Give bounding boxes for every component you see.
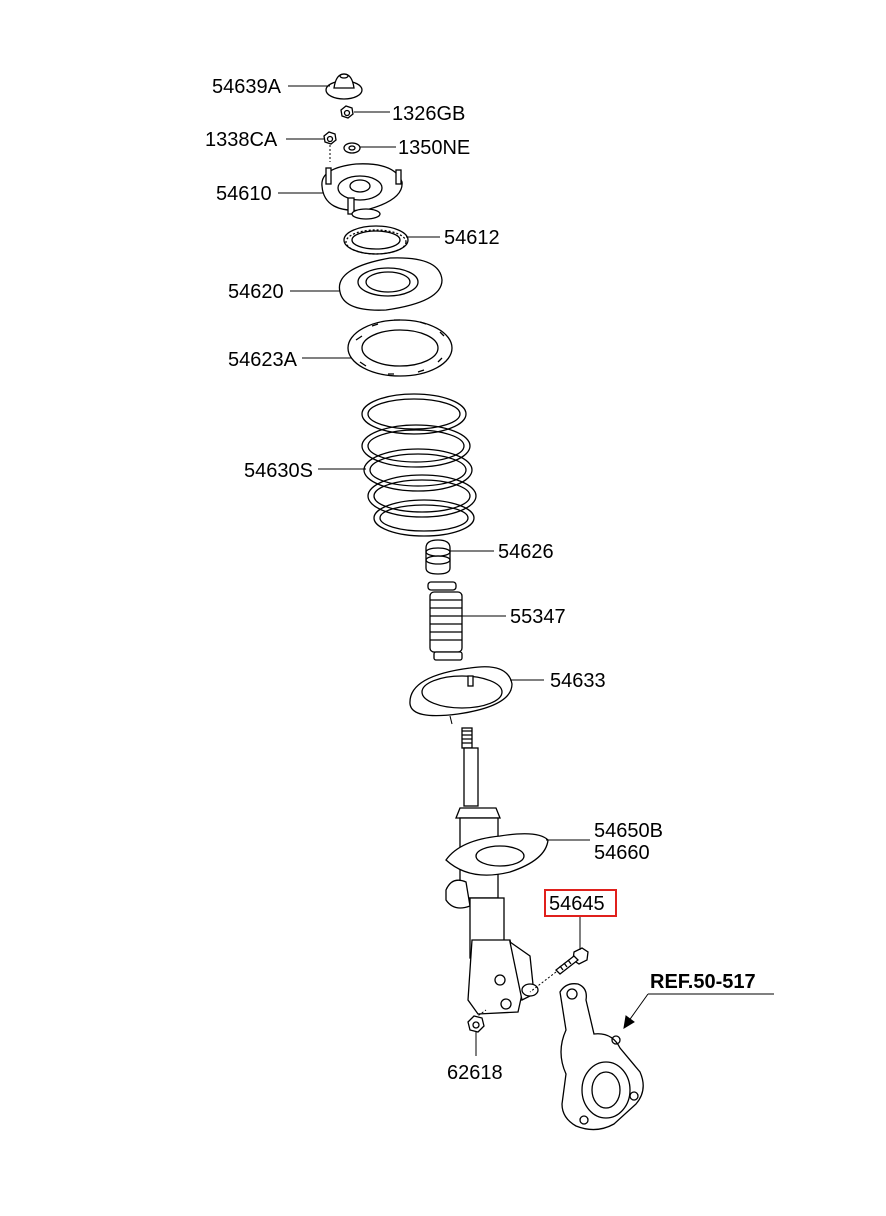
label-55347: 55347 <box>510 606 566 628</box>
label-54630S: 54630S <box>244 460 313 482</box>
label-54612: 54612 <box>444 227 500 249</box>
part-steering-knuckle[interactable] <box>559 983 644 1131</box>
part-1338CA-nut[interactable] <box>323 131 337 162</box>
label-54620: 54620 <box>228 281 284 303</box>
part-62618-nut[interactable] <box>467 1015 485 1033</box>
part-54612-bearing[interactable] <box>343 225 409 255</box>
part-54610-strut-mount[interactable] <box>321 163 403 220</box>
part-54645-bolt[interactable] <box>529 947 589 993</box>
label-1326GB: 1326GB <box>392 103 465 125</box>
label-54633: 54633 <box>550 670 606 692</box>
label-62618: 62618 <box>447 1062 503 1084</box>
label-ref-50-517[interactable]: REF.50-517 <box>650 971 756 993</box>
label-54650B: 54650B <box>594 820 663 842</box>
part-54626-bump-stop[interactable] <box>425 539 451 575</box>
label-1350NE: 1350NE <box>398 137 470 159</box>
part-54623A-spring-pad[interactable] <box>347 319 453 377</box>
part-54639A-cap[interactable] <box>325 73 363 100</box>
part-54633-lower-seat[interactable] <box>409 666 513 725</box>
part-1326GB-nut[interactable] <box>340 105 354 119</box>
part-55347-dust-boot[interactable] <box>427 581 463 661</box>
part-1350NE-washer[interactable] <box>343 142 361 154</box>
highlight-box-54645 <box>544 889 617 917</box>
label-54639A: 54639A <box>212 76 282 98</box>
label-54645[interactable]: 54645 <box>549 893 605 915</box>
part-54620-upper-seat[interactable] <box>338 257 443 311</box>
label-54610: 54610 <box>216 183 272 205</box>
label-54623A: 54623A <box>228 349 298 371</box>
leader-lines <box>278 85 774 1056</box>
part-54630S-coil-spring[interactable] <box>361 393 477 537</box>
label-54660: 54660 <box>594 842 650 864</box>
label-54626: 54626 <box>498 541 554 563</box>
part-54650B-strut-assembly[interactable] <box>445 727 549 1021</box>
label-1338CA: 1338CA <box>205 129 278 151</box>
